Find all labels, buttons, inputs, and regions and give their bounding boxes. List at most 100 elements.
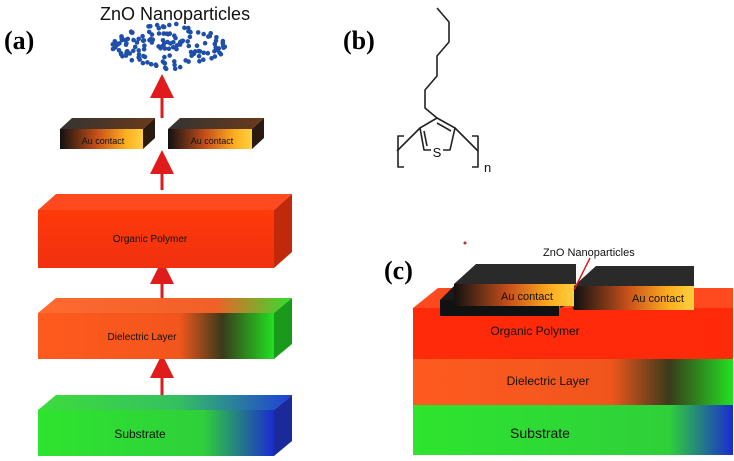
zno-nanoparticle (212, 41, 218, 47)
zno-nanoparticle (156, 44, 161, 49)
zno-nanoparticle (205, 50, 211, 56)
panel-b-label: (b) (343, 26, 375, 55)
panel-a-zno-title: ZnO Nanoparticles (100, 4, 250, 24)
zno-nanoparticle (119, 36, 125, 41)
zno-nanoparticle (128, 29, 134, 34)
c-nanoparticles-callout-label: ZnO Nanoparticles (543, 247, 635, 259)
zno-nanoparticle (201, 31, 206, 37)
zno-nanoparticle (165, 32, 171, 37)
zno-nanoparticle (116, 48, 122, 53)
c-au-contact-right: Au contact (574, 266, 694, 310)
zno-nanoparticle (136, 48, 141, 53)
zno-nanoparticle (146, 29, 152, 35)
au-contact-left-label: Au contact (82, 136, 125, 146)
zno-nanoparticle (168, 41, 173, 46)
zno-nanoparticle (188, 30, 193, 35)
c-dielectric-layer: Dielectric Layer (413, 359, 733, 405)
zno-nanoparticle (216, 46, 222, 51)
zno-nanoparticle (172, 62, 177, 68)
zno-nanoparticle (162, 54, 167, 60)
zno-nanoparticle (202, 40, 208, 46)
zno-nanoparticle (180, 38, 186, 44)
zno-nanoparticle (196, 53, 202, 59)
c-dielectric-label: Dielectric Layer (507, 374, 590, 388)
c-substrate-label: Substrate (510, 425, 570, 441)
au-contact-right: Au contact (168, 118, 264, 149)
bracket-right (472, 135, 479, 168)
zno-nanoparticle (214, 35, 219, 40)
zno-nanoparticle (206, 34, 211, 39)
zno-nanoparticle (153, 62, 159, 67)
zno-nanoparticle (136, 36, 141, 42)
c-au-contact-right-label: Au contact (632, 293, 684, 305)
zno-nanoparticle (124, 41, 129, 46)
zno-nanoparticle (142, 43, 147, 48)
zno-nanoparticle (166, 46, 172, 52)
substrate-label: Substrate (114, 427, 166, 441)
zno-nanoparticle (113, 42, 119, 47)
zno-nanoparticle (134, 40, 140, 45)
zno-nanoparticle (208, 31, 213, 36)
zno-nanoparticle (140, 60, 146, 66)
zno-nanoparticle (125, 36, 131, 42)
zno-nanoparticle (192, 49, 198, 54)
zno-nanoparticle (123, 53, 129, 58)
zno-nanoparticle (141, 47, 147, 52)
c-au-contact-left-label: Au contact (501, 291, 553, 303)
zno-nanoparticle (185, 39, 190, 44)
zno-nanoparticle (131, 48, 136, 54)
zno-nanoparticle (174, 21, 179, 27)
zno-nanoparticle (131, 37, 136, 43)
organic-polymer-label: Organic Polymer (113, 234, 188, 245)
zno-nanoparticle (148, 36, 153, 42)
zno-nanoparticle (156, 31, 162, 36)
zno-nanoparticle (172, 59, 177, 64)
c-nanoparticles-callout-line (573, 257, 591, 291)
zno-nanoparticle (160, 24, 166, 30)
zno-nanoparticle (145, 60, 150, 65)
c-organic-polymer-label: Organic Polymer (490, 324, 579, 338)
zno-nanoparticle (221, 45, 226, 50)
zno-nanoparticle (162, 46, 168, 51)
zno-nanoparticle (170, 45, 176, 50)
zno-nanoparticle (186, 43, 192, 49)
zno-nanoparticle (195, 30, 201, 35)
zno-nanoparticle (148, 61, 154, 67)
bond-left (396, 127, 421, 152)
zno-nanoparticle (183, 58, 188, 63)
zno-nanoparticle (129, 57, 135, 63)
zno-nanoparticle (161, 60, 167, 66)
ring-double-bond-2 (423, 130, 428, 147)
zno-nanoparticle (182, 25, 187, 31)
au-contact-left: Au contact (60, 118, 155, 149)
zno-nanoparticle (197, 59, 202, 64)
zno-nanoparticle (187, 34, 193, 40)
hexyl-side-chain (424, 7, 450, 119)
bond-right (454, 127, 479, 152)
p3ht-structure (396, 7, 479, 168)
zno-nanoparticle (201, 50, 206, 56)
c-au-contact-left: Au contact (440, 264, 576, 316)
sulfur-atom-label: S (433, 145, 442, 160)
zno-nanoparticle (132, 44, 138, 50)
zno-nanoparticle (194, 43, 200, 48)
repeat-unit-subscript: n (484, 160, 491, 175)
zno-nanoparticle (167, 53, 172, 58)
c-zno-nanoparticle (560, 305, 563, 308)
c-substrate-layer: Substrate (413, 405, 733, 455)
substrate-layer: Substrate (38, 395, 292, 456)
zno-nanoparticle (177, 64, 183, 70)
zno-nanoparticle (148, 23, 153, 29)
bracket-left (397, 135, 404, 168)
zno-nanoparticle (140, 33, 145, 39)
zno-nanoparticle (141, 38, 147, 43)
zno-nanoparticle (160, 38, 166, 43)
zno-nanoparticle (201, 57, 206, 62)
dielectric-layer-label: Dielectric Layer (108, 332, 178, 343)
dielectric-layer: Dielectric Layer (38, 298, 292, 359)
zno-nanoparticle (163, 66, 169, 72)
zno-nanoparticle (154, 22, 160, 28)
zno-nanoparticle (172, 33, 177, 38)
zno-nanoparticle-cluster (110, 21, 228, 72)
